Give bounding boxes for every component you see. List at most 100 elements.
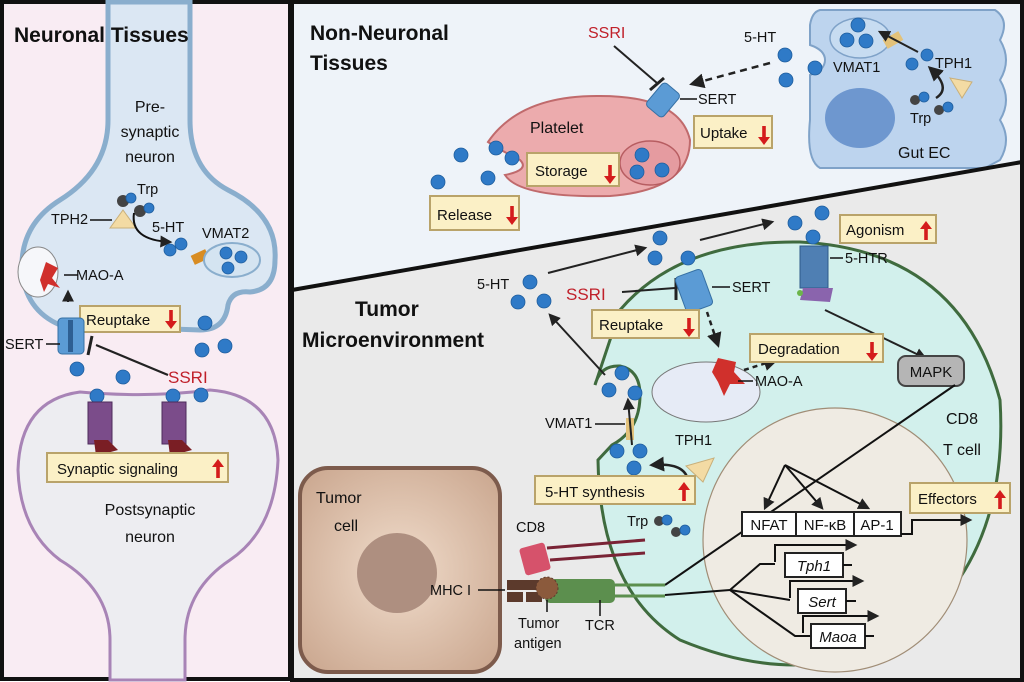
presynaptic-label: neuron — [125, 149, 175, 166]
svg-text:Maoa: Maoa — [819, 629, 857, 646]
non-neuronal-panel: Platelet Non-Neuronal Tissues SSRI SERT … — [292, 2, 1022, 290]
svg-text:5-HT synthesis: 5-HT synthesis — [545, 484, 645, 501]
release-box: Release — [429, 195, 520, 231]
gut-ec-label: Gut EC — [898, 145, 950, 162]
tumor-nucleus — [357, 533, 437, 613]
maoa-enzyme — [40, 262, 60, 292]
tph2-enzyme — [109, 209, 137, 229]
tph2-label: TPH2 — [51, 212, 88, 228]
panel-title: Tumor — [355, 298, 419, 321]
trp-label: Trp — [910, 111, 931, 127]
sert-label: SERT — [732, 280, 771, 296]
trp-label: Trp — [627, 514, 648, 530]
postsynaptic-label: Postsynaptic — [105, 502, 196, 519]
vmat2-transporter — [190, 249, 210, 265]
serotonin-molecules — [69, 315, 233, 404]
svg-text:Reuptake: Reuptake — [86, 312, 150, 329]
tumor-panel: Tumor Microenvironment 5-HT SSRI SERT Re… — [292, 162, 1022, 680]
postsynaptic-label: neuron — [125, 529, 175, 546]
tf-nfat: NFAT — [750, 517, 787, 534]
svg-text:MAPK: MAPK — [910, 364, 953, 381]
sert-label: SERT — [698, 92, 737, 108]
tph1-enzyme — [685, 457, 715, 483]
agonism-box: Agonism — [839, 214, 937, 244]
mhc-label: MHC I — [430, 583, 471, 599]
tcr-label: TCR — [585, 618, 615, 634]
svg-text:Tph1: Tph1 — [797, 558, 831, 575]
cd8-t-cell-label: CD8 — [946, 411, 978, 428]
panel-borders — [290, 0, 1024, 682]
svg-text:Reuptake: Reuptake — [599, 317, 663, 334]
svg-text:Uptake: Uptake — [700, 125, 748, 142]
uptake-box: Uptake — [693, 115, 773, 149]
antigen-label: antigen — [514, 636, 562, 652]
maoa-label: MAO-A — [755, 374, 803, 390]
ssri-label: SSRI — [566, 285, 606, 304]
tumor-cell-label: cell — [334, 518, 358, 535]
svg-text:Storage: Storage — [535, 163, 588, 180]
vmat1-transporter — [882, 31, 904, 49]
5htr-label: 5-HTR — [845, 251, 888, 267]
gene-tph1: Tph1 — [729, 539, 858, 591]
panel-title: Tissues — [310, 52, 388, 75]
mitochondrion — [651, 361, 761, 423]
5ht-label: 5-HT — [477, 277, 509, 293]
antigen-label: Tumor — [518, 616, 560, 632]
platelet-label: Platelet — [530, 120, 584, 137]
vmat1-label: VMAT1 — [833, 60, 880, 76]
maoa-enzyme — [712, 358, 745, 396]
panel-title: Neuronal Tissues — [14, 24, 189, 47]
tf-nfkb: NF-κB — [804, 517, 847, 534]
mhc-i — [507, 580, 547, 602]
panel-title: Non-Neuronal — [310, 22, 449, 45]
gene-maoa: Maoa — [729, 589, 880, 649]
sert-transporter — [646, 82, 680, 118]
gene-sert: Sert — [729, 575, 865, 614]
ssri-label: SSRI — [168, 368, 208, 387]
svg-text:Effectors: Effectors — [918, 491, 977, 508]
transcription-factors: NFAT NF-κB AP-1 — [741, 511, 902, 537]
tcr-receptor — [545, 579, 615, 603]
svg-text:Agonism: Agonism — [846, 222, 904, 239]
svg-text:Sert: Sert — [808, 594, 836, 611]
svg-text:Degradation: Degradation — [758, 341, 840, 358]
vesicle — [203, 242, 261, 278]
storage-box: Storage — [526, 152, 620, 187]
sert-transporter — [674, 268, 714, 314]
cd8-t-cell-label: T cell — [943, 442, 981, 459]
presynaptic-label: Pre- — [135, 99, 165, 116]
reuptake-box: Reuptake — [591, 309, 700, 339]
neuronal-panel: Neuronal Tissues Pre- synaptic neuron Tr… — [0, 0, 292, 682]
tph1-label: TPH1 — [675, 433, 712, 449]
effectors-box: Effectors — [909, 482, 1011, 514]
sert-transporter — [57, 317, 85, 355]
5ht-label: 5-HT — [152, 220, 184, 236]
5ht-synthesis-box: 5-HT synthesis — [534, 475, 696, 505]
cd8-label: CD8 — [516, 520, 545, 536]
svg-text:Synaptic signaling: Synaptic signaling — [57, 461, 178, 478]
synaptic-signaling-box: Synaptic signaling — [46, 452, 229, 483]
tph1-label: TPH1 — [935, 56, 972, 72]
maoa-label: MAO-A — [76, 268, 124, 284]
presynaptic-label: synaptic — [121, 124, 180, 141]
vmat1-label: VMAT1 — [545, 416, 592, 432]
mitochondrion — [17, 246, 59, 298]
trp-molecules — [117, 192, 155, 217]
5ht-receptor — [161, 401, 192, 456]
sert-label: SERT — [5, 337, 44, 353]
svg-text:Release: Release — [437, 207, 492, 224]
vmat2-label: VMAT2 — [202, 226, 249, 242]
cd8-coreceptor — [519, 538, 646, 576]
ssri-label: SSRI — [588, 25, 625, 42]
mapk-node: MAPK — [897, 355, 965, 387]
trp-label: Trp — [137, 182, 158, 198]
reuptake-box: Reuptake — [79, 305, 181, 333]
tumor-antigen — [535, 576, 559, 600]
tph1-enzyme — [949, 77, 973, 99]
tumor-cell-label: Tumor — [316, 490, 362, 507]
5ht-receptor — [797, 245, 833, 302]
5ht-label: 5-HT — [744, 30, 776, 46]
panel-title: Microenvironment — [302, 329, 484, 352]
tf-ap1: AP-1 — [860, 517, 893, 534]
